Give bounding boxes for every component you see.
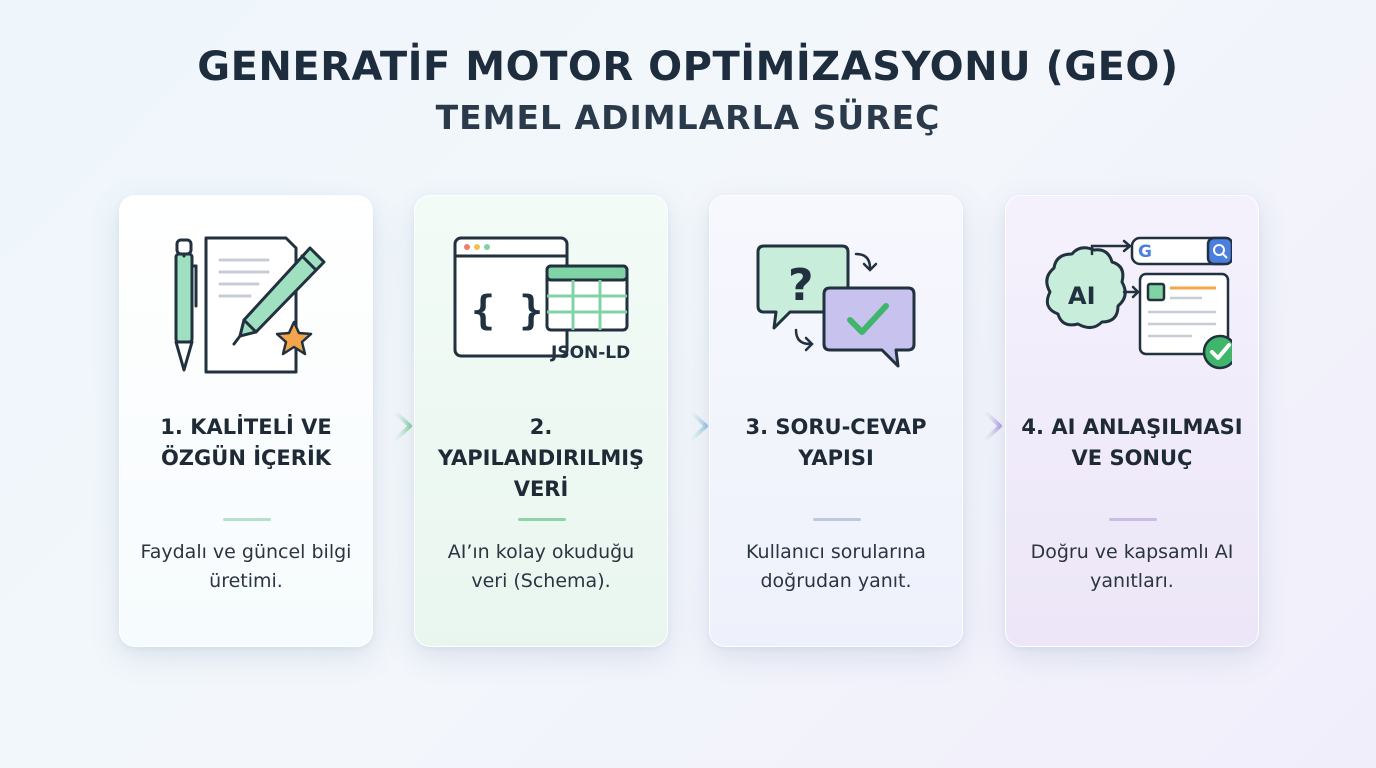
check-circle-icon <box>1202 334 1232 370</box>
check-icon <box>847 303 889 335</box>
step-description: AI’ın kolay okuduğu veri (Schema). <box>447 541 635 592</box>
step-description: Doğru ve kapsamlı AI yanıtları. <box>1030 541 1234 592</box>
answer-bubble-icon <box>822 286 916 368</box>
star-icon <box>275 320 313 356</box>
pen-document-star-icon <box>174 236 326 374</box>
question-answer-bubbles-icon: ? <box>756 244 916 368</box>
pencil-icon <box>174 238 198 372</box>
ai-label: AI <box>1068 282 1096 310</box>
svg-text:G: G <box>1138 242 1152 262</box>
step-description: Kullanıcı sorularına doğrudan yanıt. <box>746 541 926 592</box>
browser-window-icon <box>453 236 569 358</box>
ai-brain-search-result-icon: AI G <box>1045 236 1232 370</box>
page-subtitle: TEMEL ADIMLARLA SÜREÇ <box>435 98 941 137</box>
right-arrow-icon <box>947 412 1002 440</box>
step-title: 2. YAPILANDIRILMIŞ VERİ <box>437 415 645 501</box>
json-ld-browser-table-icon: { } JSON-LD <box>453 236 630 363</box>
svg-text:?: ? <box>788 260 814 311</box>
connector-arrows-icon <box>1090 239 1140 299</box>
right-arrow-icon <box>357 412 412 440</box>
step-card-1: 1. KALİTELİ VE ÖZGÜN İÇERİK Faydalı ve g… <box>119 195 373 647</box>
step-divider <box>813 518 861 521</box>
result-page-icon <box>1138 272 1230 356</box>
page-title: GENERATİF MOTOR OPTİMİZASYONU (GEO) <box>197 44 1179 90</box>
step-card-3: ? 3. SORU-CEVAP YAPISI Kullanıcı sorular… <box>709 195 963 647</box>
step-divider <box>223 518 271 521</box>
search-bar-icon: G <box>1130 236 1232 266</box>
step-title: 1. KALİTELİ VE ÖZGÜN İÇERİK <box>160 415 332 470</box>
step-card-2: { } JSON-LD 2. YAPILANDIRILMIŞ VERİ AI’ı… <box>414 195 668 647</box>
curly-braces-icon: { } <box>471 288 543 334</box>
step-description: Faydalı ve güncel bilgi üretimi. <box>140 541 352 592</box>
step-divider <box>1109 518 1157 521</box>
exchange-arrows-icon <box>794 252 878 352</box>
json-ld-label: JSON-LD <box>550 343 630 363</box>
step-title: 4. AI ANLAŞILMASI VE SONUÇ <box>1021 415 1243 470</box>
table-icon <box>545 264 629 332</box>
step-title: 3. SORU-CEVAP YAPISI <box>745 415 927 470</box>
pen-icon <box>232 246 326 346</box>
brain-icon: AI <box>1045 246 1127 329</box>
document-icon <box>204 236 298 374</box>
step-card-4: AI G 4. AI ANLAŞILMASI VE SONUÇ Do <box>1005 195 1259 647</box>
step-divider <box>518 518 566 521</box>
right-arrow-icon <box>653 412 708 440</box>
